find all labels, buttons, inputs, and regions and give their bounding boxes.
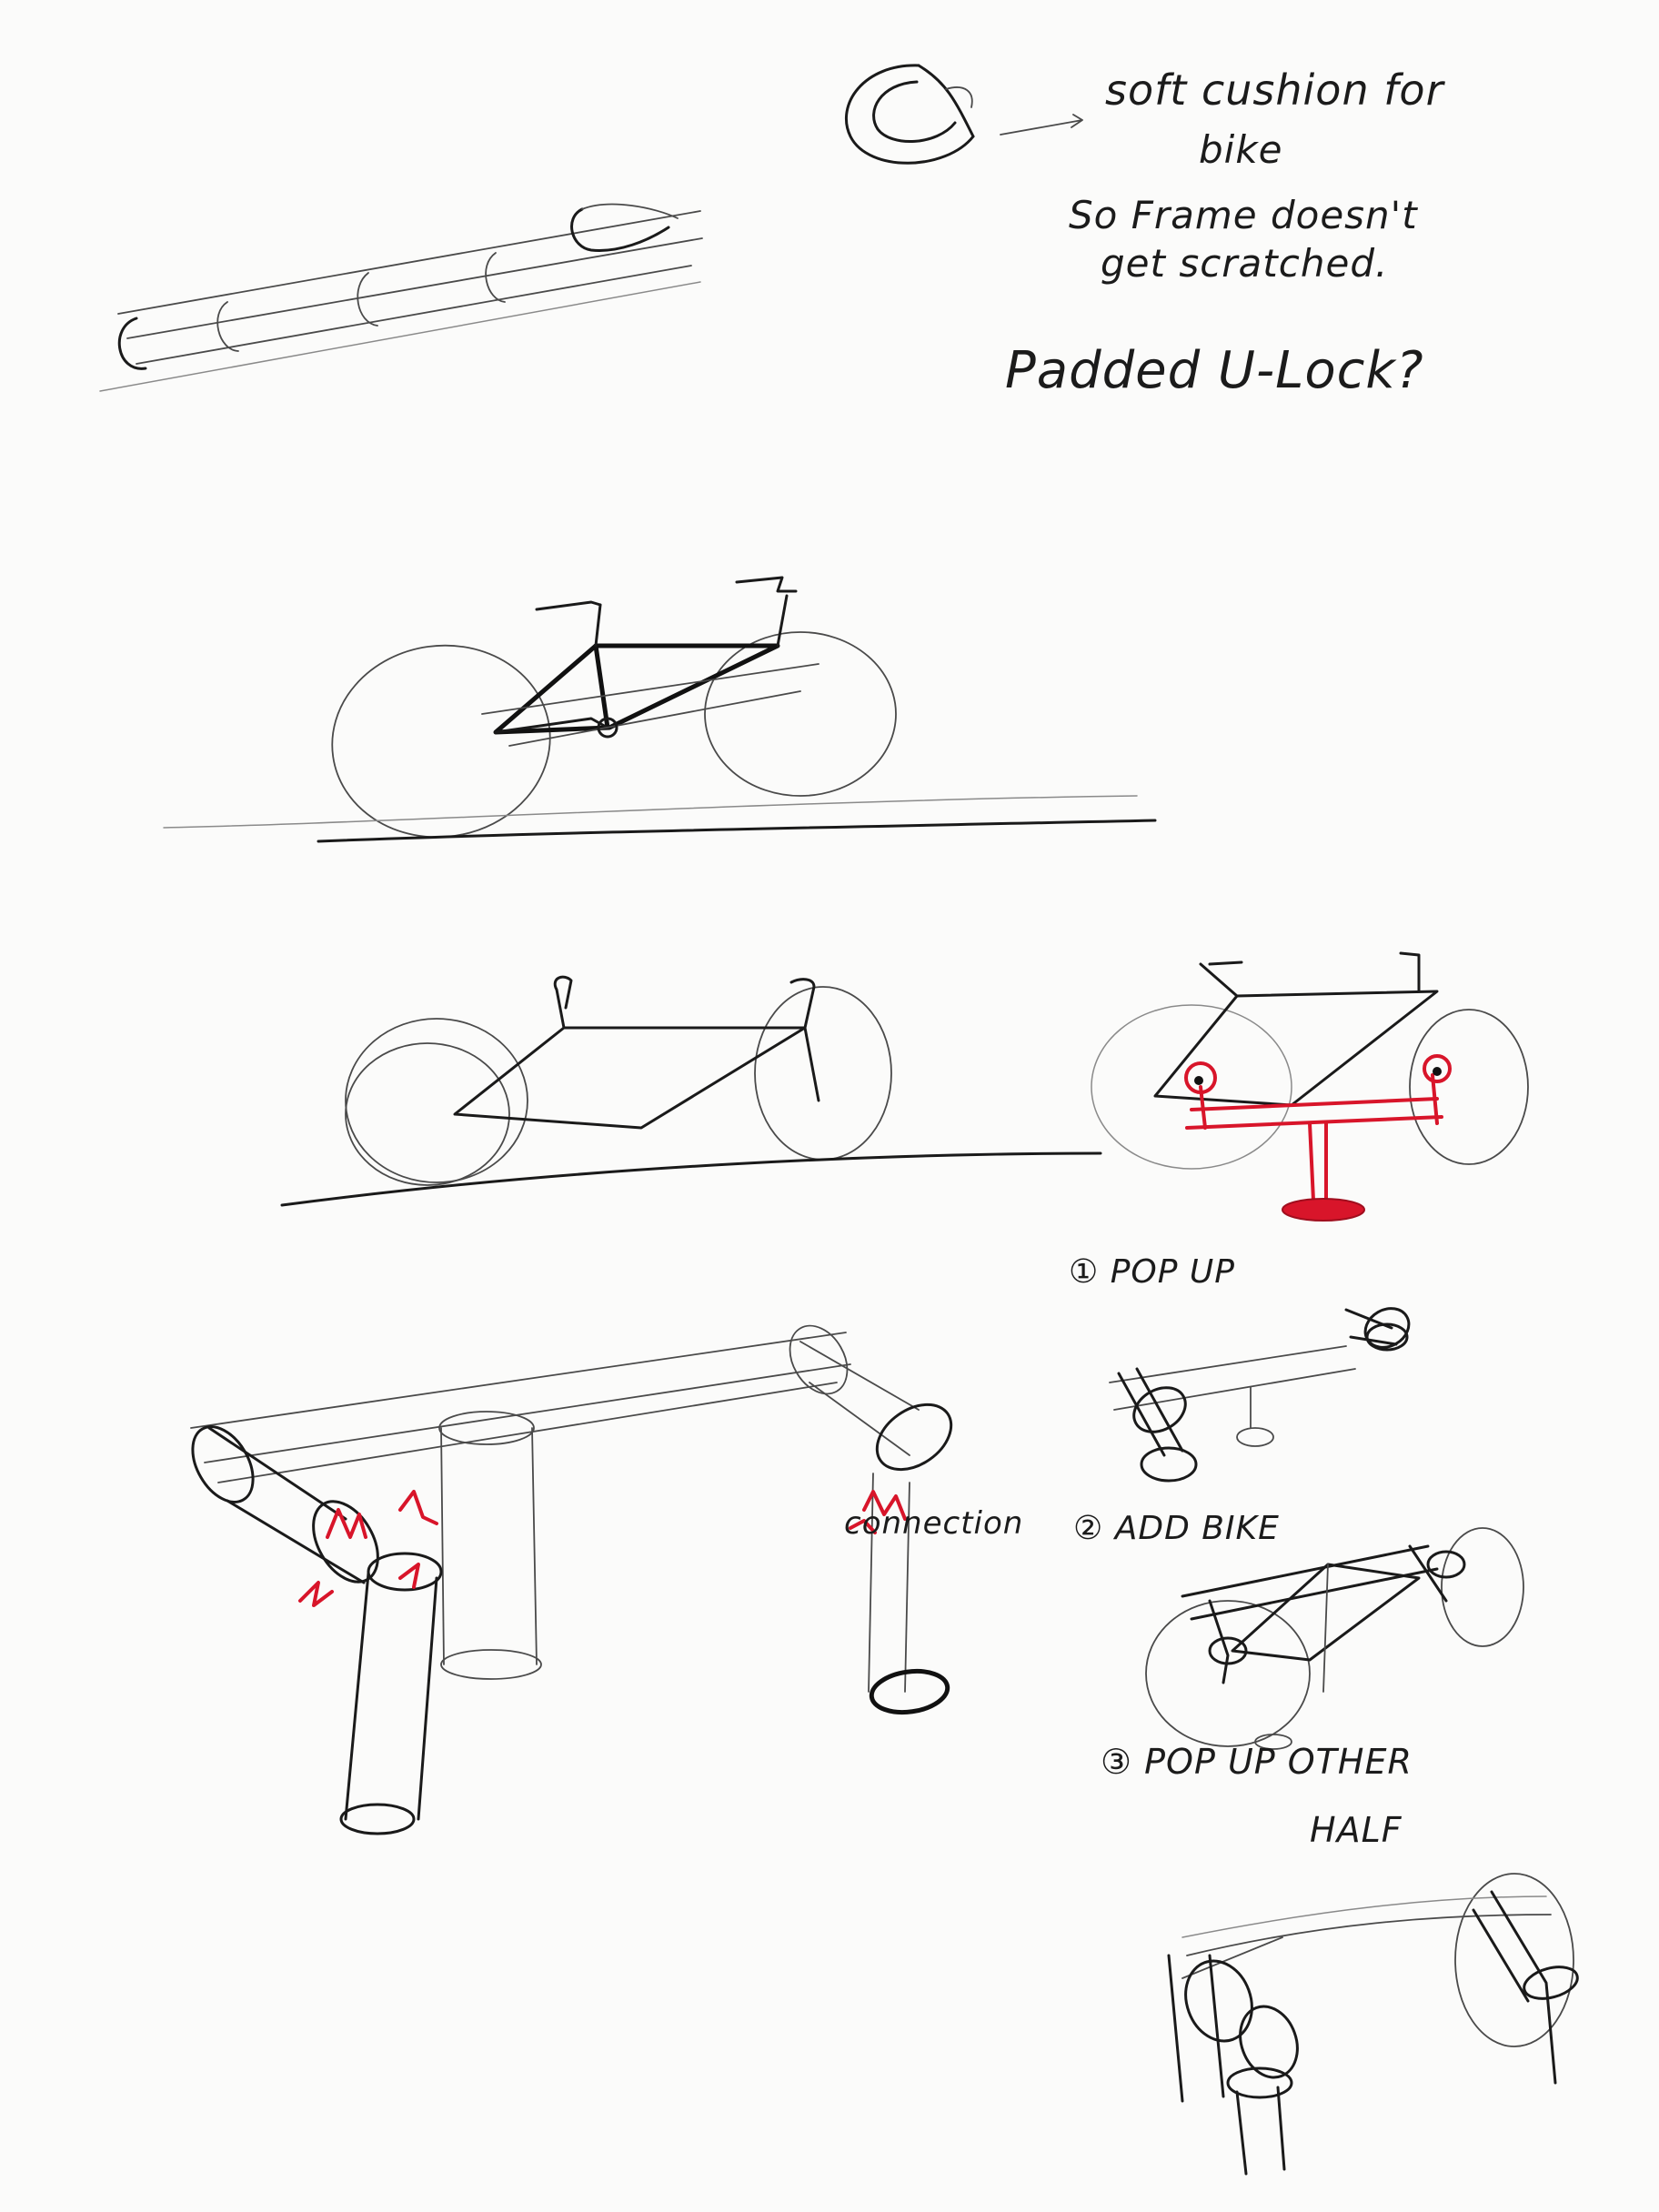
note-connection: connection <box>844 1505 1023 1542</box>
cushion-sketch <box>846 65 1082 163</box>
note-ulock: Padded U-Lock? <box>1005 341 1424 400</box>
note-cushion-4: get scratched. <box>1101 241 1388 286</box>
step2-rack-sketch <box>1146 1528 1523 1749</box>
note-step1: ① POP UP <box>1069 1253 1235 1291</box>
bike-on-stand-sketch <box>1091 953 1528 1221</box>
step3-rack-sketch <box>1169 1874 1581 2174</box>
bike-sketch-1 <box>164 578 1155 851</box>
note-step3-1: ③ POP UP OTHER <box>1101 1742 1413 1782</box>
note-cushion-3: So Frame doesn't <box>1069 193 1418 237</box>
step1-rack-sketch <box>1110 1301 1416 1481</box>
bike-sketch-2 <box>282 977 1101 1205</box>
note-cushion-2: bike <box>1199 127 1283 172</box>
rack-large-sketch <box>180 1315 963 1834</box>
note-step3-2: HALF <box>1310 1810 1403 1850</box>
note-step2: ② ADD BIKE <box>1073 1510 1280 1547</box>
note-cushion-1: soft cushion for <box>1105 65 1443 115</box>
padded-tube-sketch <box>100 205 702 391</box>
